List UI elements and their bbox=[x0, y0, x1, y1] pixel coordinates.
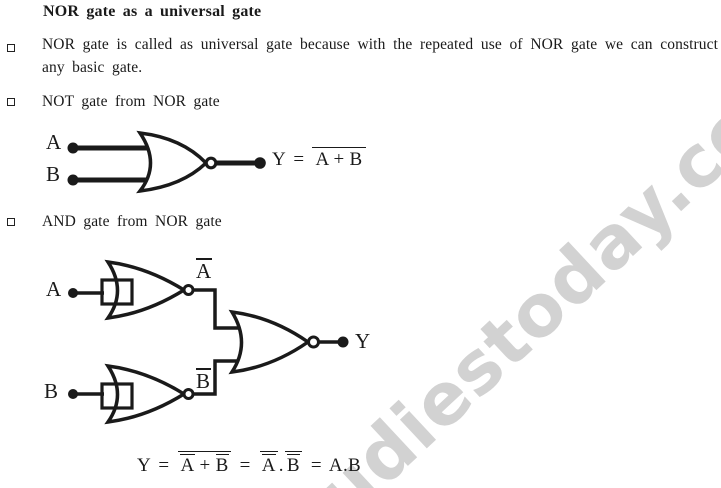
equals-sign: = bbox=[310, 455, 322, 476]
equation-lhs: Y bbox=[137, 455, 151, 476]
overlined-a: A bbox=[180, 454, 195, 476]
not-b-label: B bbox=[196, 368, 211, 393]
not-a-label: A bbox=[196, 258, 212, 283]
equation-result: A.B bbox=[328, 455, 361, 476]
boolean-equation: Y = A + B = A.B = A.B bbox=[137, 451, 361, 479]
overlined-a: A bbox=[261, 454, 276, 476]
inversion-bubble-a bbox=[182, 284, 195, 296]
input-a-label: A bbox=[46, 277, 62, 301]
bullet-text-not-gate: NOT gate from NOR gate bbox=[42, 93, 220, 110]
input-b-terminal-dot bbox=[67, 174, 79, 186]
inversion-bubble bbox=[204, 156, 218, 170]
nor-gate-b-shape bbox=[104, 363, 188, 425]
inversion-bubble-b bbox=[182, 388, 195, 400]
bullet-text-and-gate: AND gate from NOR gate bbox=[42, 213, 222, 230]
double-overline-b-term: B bbox=[284, 451, 302, 477]
input-a-terminal-dot bbox=[67, 142, 79, 154]
bullet-square-icon bbox=[7, 44, 15, 52]
bullet-square-icon bbox=[7, 218, 15, 226]
shorted-inputs-box-a bbox=[100, 278, 134, 306]
plus-sign: + bbox=[194, 455, 216, 476]
bullet-text-universal: NOR gate is called as universal gate bec… bbox=[42, 36, 718, 76]
equals-sign: = bbox=[293, 149, 305, 170]
double-overline-sum-term: A + B bbox=[178, 451, 231, 477]
bullet-square-icon bbox=[7, 98, 15, 106]
nor-gate-shape bbox=[136, 130, 209, 194]
overlined-b: B bbox=[286, 454, 300, 476]
nor-output-formula: Y = A + B bbox=[272, 147, 366, 173]
inversion-bubble-out bbox=[307, 335, 320, 349]
nor-gate-a-shape bbox=[104, 259, 188, 321]
final-output-terminal-dot bbox=[337, 336, 349, 348]
not-b-to-final-wire bbox=[193, 359, 251, 396]
output-terminal-dot bbox=[254, 157, 266, 169]
not-a-to-final-wire bbox=[193, 288, 251, 330]
not-from-nor-diagram bbox=[67, 130, 266, 194]
output-y-label: Y bbox=[355, 329, 371, 353]
and-dot: . bbox=[278, 455, 284, 476]
overlined-b: B bbox=[215, 454, 229, 476]
double-overline-a-term: A bbox=[259, 451, 278, 477]
input-b-label: B bbox=[44, 379, 59, 403]
equals-sign: = bbox=[239, 455, 251, 476]
overlined-term: A + B bbox=[312, 147, 366, 171]
and-from-nor-diagram bbox=[68, 259, 349, 425]
page-title: NOR gate as a universal gate bbox=[43, 3, 262, 20]
formula-lhs: Y bbox=[272, 149, 286, 170]
equals-sign: = bbox=[158, 455, 170, 476]
input-b-label: B bbox=[46, 162, 61, 186]
input-a-label: A bbox=[46, 130, 62, 154]
final-nor-gate-shape bbox=[228, 309, 312, 375]
shorted-inputs-box-b bbox=[100, 382, 134, 410]
